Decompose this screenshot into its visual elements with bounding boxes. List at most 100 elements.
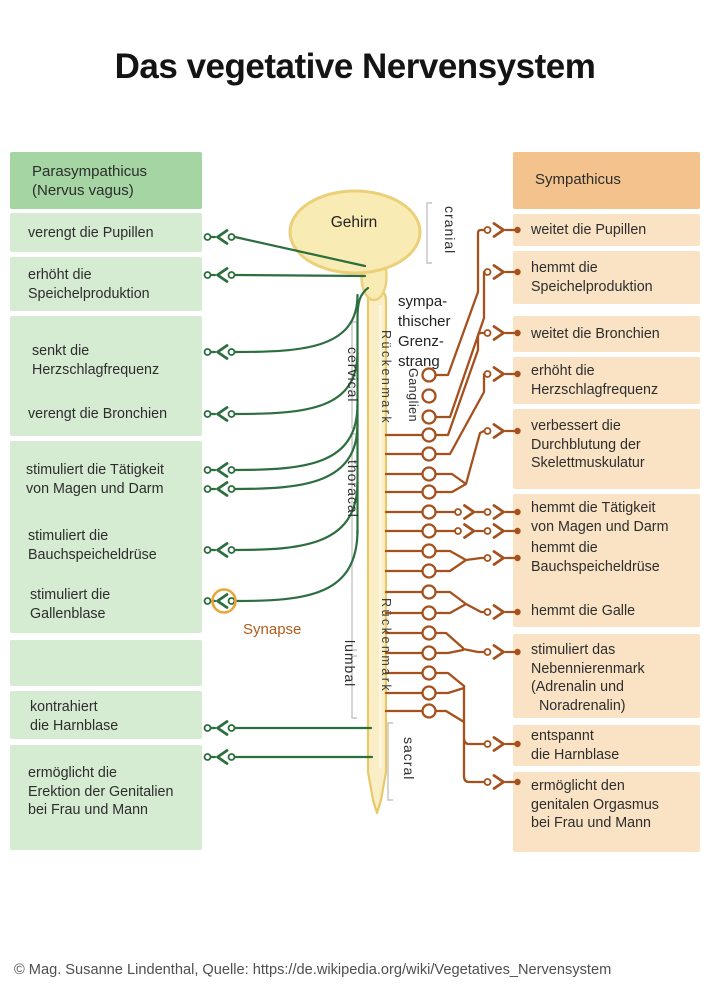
synapse-arrow [483,523,523,539]
synapse-arrow [483,264,523,280]
rueckenmark-label: Rückenmark [379,598,393,693]
synapse-symbol [203,229,236,245]
effect-label: weitet die Pupillen [531,222,647,238]
ganglion-icon [421,484,437,500]
ganglion-icon [421,427,437,443]
ganglion-icon [421,625,437,641]
synapse-symbol [203,267,236,283]
sympathicus-box-orgasmus [513,772,700,852]
sacral-label: sacral [401,737,417,780]
effect-label: hemmt die Galle [531,603,636,619]
ganglion-icon [421,367,437,383]
synapse-arrow [483,504,523,520]
synapse-symbol [203,462,236,478]
thoracal-bracket [351,433,357,651]
lumbal-label: lumbal [342,640,358,687]
ganglia-chain [421,367,437,719]
synapse-symbol [203,542,236,558]
parasympathicus-box-empty [10,640,202,686]
cranial-bracket [426,202,432,264]
ganglion-icon [421,446,437,462]
effect-label: hemmt die Tätigkeit von Magen und Darm [531,500,669,535]
parasympathetic-nerves [233,235,374,759]
ganglion-icon [421,523,437,539]
sympathicus-header-box [513,152,700,209]
effect-label: stimuliert die Bauchspeicheldrüse [28,528,157,563]
synapse-arrow [483,736,523,752]
synapse-symbol [203,344,236,360]
synapse-arrow [453,504,485,520]
sympathicus-box-speichel [513,251,700,304]
ganglion-icon [421,409,437,425]
ganglion-icon [421,388,437,404]
ganglion-icon [421,685,437,701]
gehirn-label: Gehirn [331,214,378,231]
rueckenmark-label: Rückenmark [379,330,393,425]
effect-label: stimuliert die Gallenblase [30,587,111,622]
grenzstrang-label: sympa- thischer Grenz- strang [398,293,451,370]
sympathicus-box-herz [513,357,700,404]
parasympathicus-box-speichel [10,257,202,311]
synapse-arrow [483,423,523,439]
ganglion-icon [421,584,437,600]
copyright-source: © Mag. Susanne Lindenthal, Quelle: https… [14,962,612,978]
ganglion-icon [421,563,437,579]
lumbal-bracket [351,655,357,719]
parasympathicus-box-genitalien [10,745,202,850]
sympathicus-box-muskulatur [513,409,700,489]
ganglion-icon [421,645,437,661]
sympathicus-box-bronchien [513,316,700,352]
parasympathicus-header-box [10,152,202,209]
synapse-arrow [483,604,523,620]
effect-label: verengt die Pupillen [28,225,154,241]
parasympathicus-header: Parasympathicus (Nervus vagus) [32,163,148,199]
effect-label: kontrahiert die Harnblase [30,699,119,734]
sympathicus-box-harnblase [513,725,700,766]
brain-shape [288,189,422,275]
ganglion-icon [421,703,437,719]
sympathicus-box-verdauung [513,494,700,627]
effect-label: senkt die Herzschlagfrequenz [32,343,160,378]
thoracal-label: thoracal [345,460,361,518]
synapse-arrow [483,366,523,382]
effect-label: stimuliert die Tätigkeit von Magen und D… [26,462,164,497]
parasympathicus-box-herz-bronchien [10,316,202,436]
ganglion-icon [421,466,437,482]
effect-label: verbessert die Durchblutung der Skelettm… [531,418,645,471]
synapse-highlight-ring [211,588,237,614]
effect-label: erhöht die Herzschlagfrequenz [531,363,659,398]
sympathetic-nerves [384,228,486,784]
synapse-symbol [203,481,236,497]
cervical-label: cervical [345,347,361,402]
sympathicus-header: Sympathicus [535,171,621,188]
effect-label: ermöglicht den genitalen Orgasmus bei Fr… [531,778,659,831]
synapse-symbol [203,593,236,609]
ganglien-label: Ganglien [406,368,420,422]
ganglion-icon [421,665,437,681]
synapse-arrow [483,644,523,660]
synapse-symbol [203,406,236,422]
synapse-label: Synapse [243,621,301,638]
ganglion-icon [421,504,437,520]
cranial-label: cranial [442,206,458,254]
effect-label: verengt die Bronchien [28,406,168,422]
effect-label: erhöht die Speichelproduktion [28,267,150,302]
parasympathicus-box-verdauung [10,441,202,633]
sacral-bracket [387,722,393,801]
synapse-arrow [483,774,523,790]
synapse-arrow [483,325,523,341]
page-title: Das vegetative Nervensystem [114,47,596,86]
effect-label: ermöglicht die Erektion der Genitalien b… [28,765,174,818]
effect-label: entspannt die Harnblase [531,728,620,763]
synapse-symbol [203,749,236,765]
synapse-arrow [453,523,485,539]
synapse-arrow [483,222,523,238]
sympathicus-box-nebenniere [513,634,700,718]
parasympathicus-box-harnblase [10,691,202,739]
effect-label: stimuliert das Nebennierenmark (Adrenali… [531,642,645,714]
ganglion-icon [421,605,437,621]
synapse-arrow [483,550,523,566]
effect-label: hemmt die Speichelproduktion [531,260,653,295]
